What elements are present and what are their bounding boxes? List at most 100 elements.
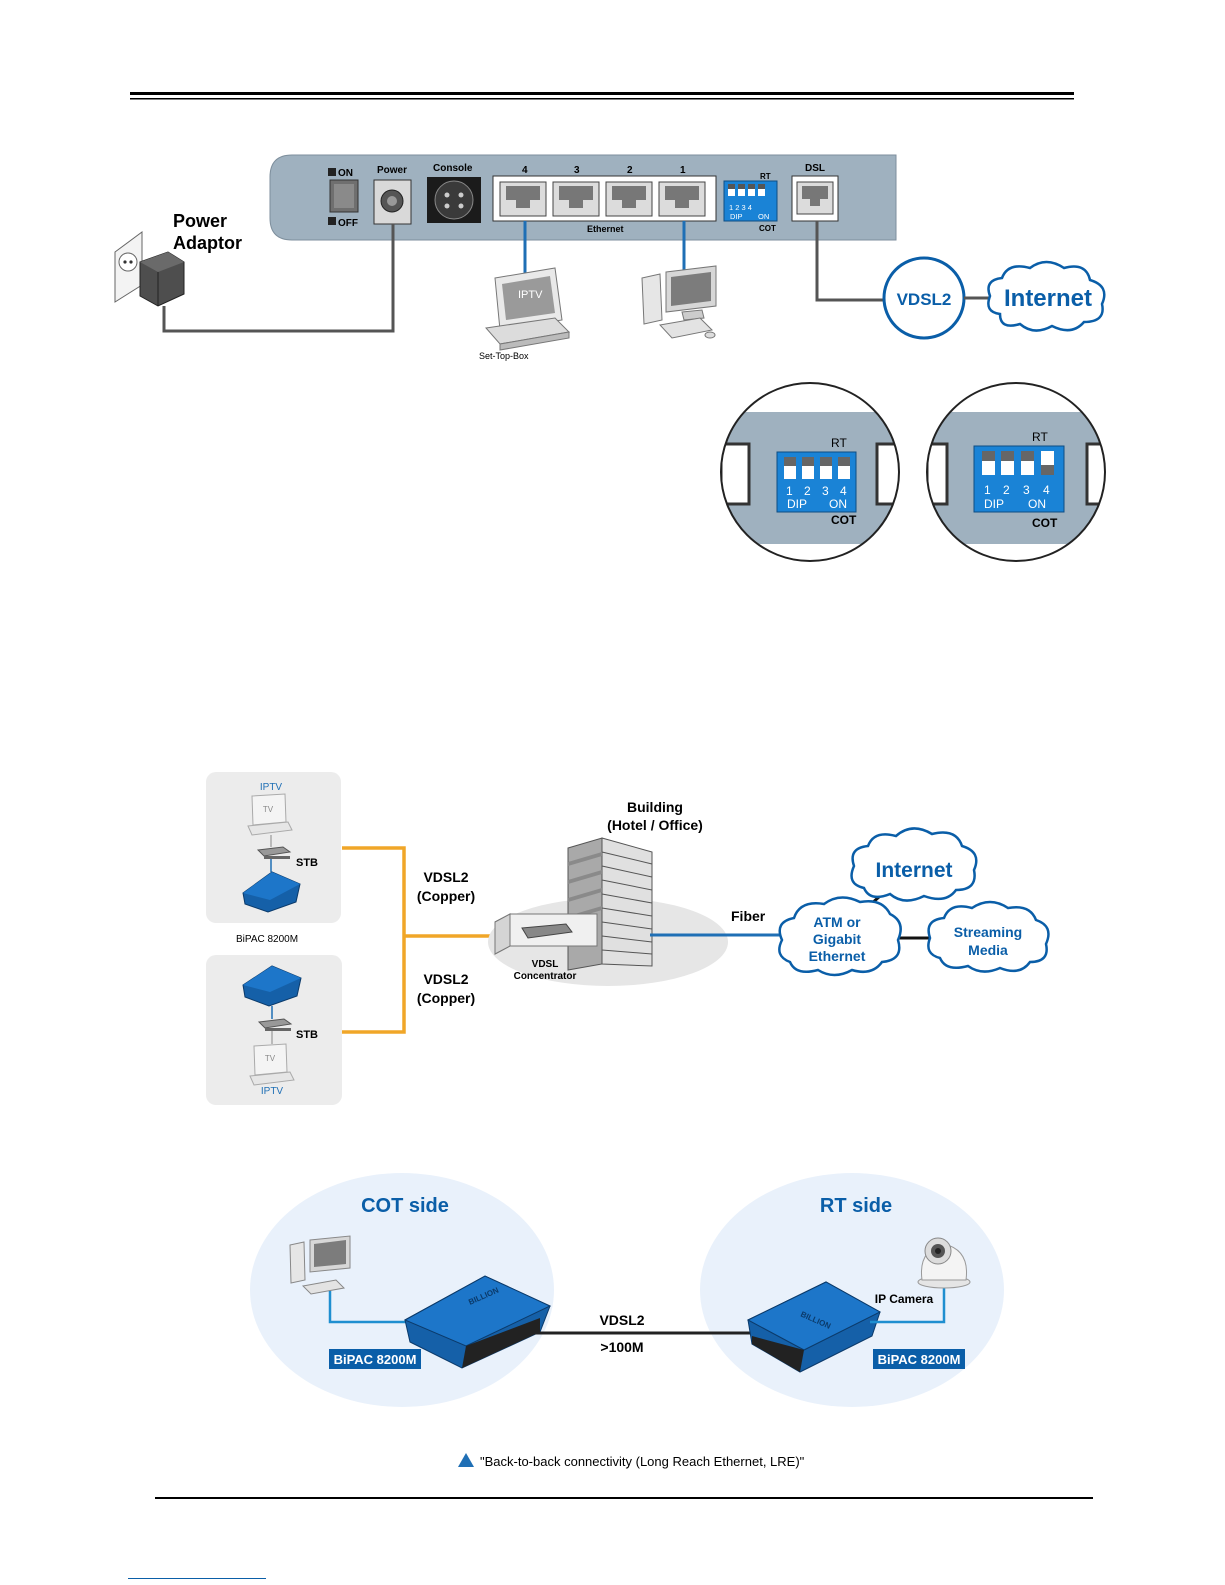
dip-switch-small: RT 1 2 3 4 DIP ON COT	[723, 172, 778, 233]
copper-line	[342, 846, 495, 1034]
footer-link-underline	[128, 1578, 266, 1579]
streaming-label: Streaming	[954, 924, 1022, 940]
cot-side-title: COT side	[361, 1195, 449, 1217]
stb-label: STB	[296, 1029, 318, 1041]
dsl-label: DSL	[805, 163, 825, 174]
zoom-dip-label: DIP	[984, 497, 1004, 511]
port-label: 1	[680, 165, 686, 176]
router-right: BILLION	[746, 1281, 882, 1373]
power-adaptor-label: Power	[173, 211, 227, 231]
stb-label: STB	[296, 857, 318, 869]
iptv-label: IPTV	[518, 289, 543, 301]
vdsl2-bubble: VDSL2	[882, 256, 966, 340]
fiber-label: Fiber	[731, 908, 766, 924]
switch-on-label: ON	[338, 168, 353, 179]
router-back-panel-diagram: ON OFF Power Console 4 3 2 1	[114, 154, 1106, 361]
dsl-line	[815, 221, 884, 302]
user-box-bottom: STB TV IPTV	[206, 955, 342, 1105]
triangle-icon	[458, 1453, 474, 1467]
footer-rule	[155, 1497, 1093, 1499]
internet-cloud: Internet	[850, 827, 978, 902]
port-label: 4	[522, 165, 528, 176]
zoom-num: 4	[1043, 483, 1050, 497]
zoom-cot-label: COT	[1032, 516, 1058, 530]
console-label: Console	[433, 163, 473, 174]
user-box-top: IPTV TV STB	[206, 772, 341, 923]
atm-label: Ethernet	[809, 948, 866, 964]
ethernet-label: Ethernet	[587, 224, 624, 234]
zoom-num: 1	[984, 483, 991, 497]
streaming-media-cloud: Streaming Media	[927, 900, 1050, 973]
rt-label: RT	[760, 172, 771, 181]
back-to-back-diagram: COT side RT side BILLION VDSL2 >100M BIL…	[250, 1173, 1004, 1469]
zoom-dip-label: DIP	[787, 497, 807, 511]
zoom-num: 1	[786, 484, 793, 498]
power-cable	[162, 224, 395, 333]
internet-cloud-top: Internet	[987, 260, 1106, 332]
port-label: 2	[627, 165, 633, 176]
header-rule	[130, 92, 1074, 100]
ip-camera-icon	[917, 1237, 971, 1289]
pc-icon	[641, 221, 717, 339]
streaming-label: Media	[968, 942, 1008, 958]
set-top-box-label: Set-Top-Box	[479, 351, 529, 361]
tv-label: TV	[263, 805, 274, 814]
tv-label: TV	[265, 1054, 276, 1063]
zoom-num: 3	[1023, 483, 1030, 497]
vdsl2-label: VDSL2	[423, 869, 468, 885]
ip-camera-label: IP Camera	[875, 1292, 934, 1306]
lan-line-right	[870, 1286, 946, 1324]
copper-label: (Copper)	[417, 990, 475, 1006]
iptv-label: IPTV	[260, 782, 283, 793]
cot-label: COT	[759, 224, 776, 233]
building-deployment-diagram: IPTV TV STB BiPAC 8200M STB TV	[206, 772, 1050, 1105]
distance-label: >100M	[600, 1339, 643, 1355]
dip-nums-label: 1 2 3 4	[729, 203, 752, 212]
building-icon: Building (Hotel / Office)	[488, 799, 728, 986]
rt-side-title: RT side	[820, 1195, 892, 1217]
dip-label: DIP	[730, 212, 743, 221]
zoom-rt-label: RT	[831, 436, 847, 450]
console-port: Console	[427, 163, 481, 223]
vdsl-concentrator: VDSL Concentrator	[494, 913, 598, 982]
device-label-right: BiPAC 8200M	[878, 1352, 961, 1367]
zoom-num: 2	[1003, 483, 1010, 497]
link-label: VDSL2	[599, 1312, 644, 1328]
power-switch: ON OFF	[328, 168, 359, 229]
on-label: ON	[758, 212, 769, 221]
device-label: BiPAC 8200M	[236, 934, 298, 945]
vdsl2-label: VDSL2	[423, 971, 468, 987]
caption: "Back-to-back connectivity (Long Reach E…	[480, 1454, 805, 1469]
iptv-label: IPTV	[261, 1086, 284, 1097]
power-label: Power	[377, 165, 407, 176]
device-label-left: BiPAC 8200M	[334, 1352, 417, 1367]
vdsl2-label: VDSL2	[897, 290, 952, 309]
zoom-on-label: ON	[829, 497, 847, 511]
internet-label: Internet	[875, 859, 952, 882]
zoom-num: 3	[822, 484, 829, 498]
switch-off-label: OFF	[338, 218, 358, 229]
dip-zoom-default: RT 1 2 3 4 DIP ON COT	[720, 382, 900, 562]
internet-label: Internet	[1004, 285, 1092, 312]
iptv-set-top-box: IPTV Set-Top-Box	[479, 221, 571, 361]
port-label: 3	[574, 165, 580, 176]
atm-label: Gigabit	[813, 931, 862, 947]
pc-icon	[289, 1235, 351, 1295]
zoom-cot-label: COT	[831, 513, 857, 527]
atm-label: ATM or	[813, 914, 861, 930]
power-adaptor-label: Adaptor	[173, 233, 242, 253]
atm-cloud: ATM or Gigabit Ethernet	[778, 896, 902, 977]
power-jack: Power	[373, 165, 412, 225]
lan-line-left	[328, 1291, 410, 1324]
concentrator-sub-label: Concentrator	[514, 971, 577, 982]
dsl-port: DSL	[791, 163, 839, 222]
ethernet-ports: 4 3 2 1 Ethernet	[492, 165, 717, 234]
dip-zoom-switch4-on: RT 1 2 3 4 DIP ON COT	[926, 382, 1106, 562]
zoom-rt-label: RT	[1032, 430, 1048, 444]
building-label: Building	[627, 799, 683, 815]
zoom-num: 2	[804, 484, 811, 498]
building-sub-label: (Hotel / Office)	[607, 817, 703, 833]
zoom-on-label: ON	[1028, 497, 1046, 511]
copper-label: (Copper)	[417, 888, 475, 904]
